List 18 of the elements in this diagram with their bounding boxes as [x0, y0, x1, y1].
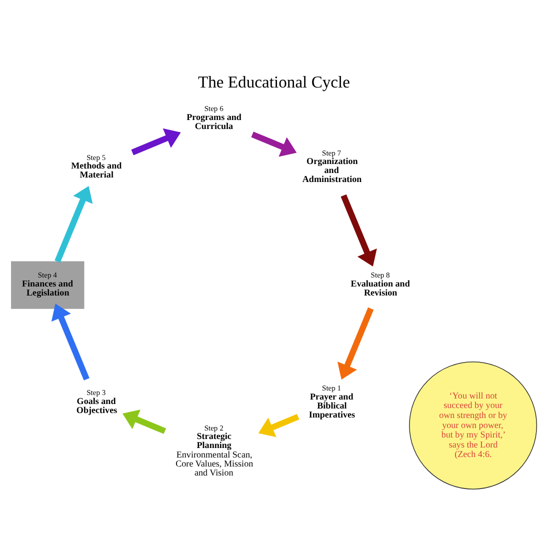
- arrow: [340, 194, 377, 266]
- arrow: [131, 128, 181, 155]
- node-box: Step 4 Finances and Legislation: [11, 260, 84, 308]
- node-text: Step 7 Organization and Administration: [302, 148, 362, 184]
- diagram-title: The Educational Cycle: [198, 72, 350, 91]
- arrow: [337, 306, 374, 380]
- arrow: [54, 185, 93, 262]
- node-text: Step 1 Prayer and Biblical Imperatives: [308, 383, 356, 420]
- node-text: Step 3 Goals and Objectives: [76, 388, 118, 415]
- node-text: Step 2 Strategic Planning Environmental Scan, Core Values, Mission and Vision: [176, 422, 254, 477]
- arrow: [251, 131, 297, 156]
- arrow: [258, 413, 300, 437]
- node-text: Step 8 Evaluation and Revision: [350, 270, 410, 297]
- arrow: [122, 409, 166, 434]
- arrow: [51, 303, 90, 380]
- node-text: Step 6 Programs and Curricula: [186, 104, 242, 130]
- node-circle: ‘You will not succeed by your own strength or by your own power, but by my Spirit,’ says the Lord (Zech 4:6.: [409, 360, 538, 489]
- node-text: Step 5 Methods and Material: [71, 152, 122, 180]
